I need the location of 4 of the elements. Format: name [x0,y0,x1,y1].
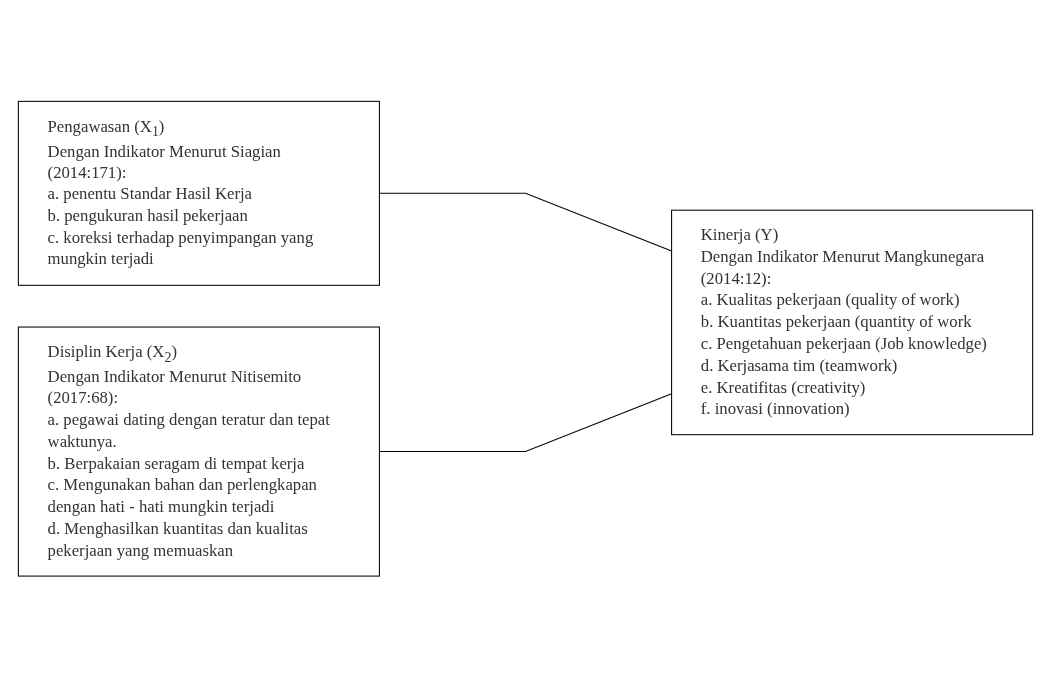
node-box [17,100,380,286]
node-box [671,209,1034,435]
node-box [17,326,380,577]
diagram: Pengawasan (X$_{1}$) Dengan Indikator Menurut Siagian (2014:171): a. penentu Standar Hasil Kerja b. pengukuran hasil pekerjaan c. koreksi terhadap penyimpangan yang mungkin terjadi Disiplin Kerja (X$_{2}$) Dengan Indikator Menurut Nitisemito (2017:68): a. pegawai dating dengan teratur dan tepat waktunya. b. Berpakaian seragam di tempat kerja c. Mengunakan bahan dan perlengkapan dengan hati - hati mungkin terjadi d. Menghasilkan kuantitas dan kualitas pekerjaan yang memuaskan Kinerja (Y) Dengan Indikator Menurut Mangkunegara (2014:12): a. Kualitas pekerjaan (quality of work) b. Kuantitas pekerjaan (quantity of work c. Pengetahuan pekerjaan (Job knowledge) d. Kerjasama tim (teamwork) e. Kreatifitas (creativity) f. inovasi (innovation) [10,92,1041,585]
